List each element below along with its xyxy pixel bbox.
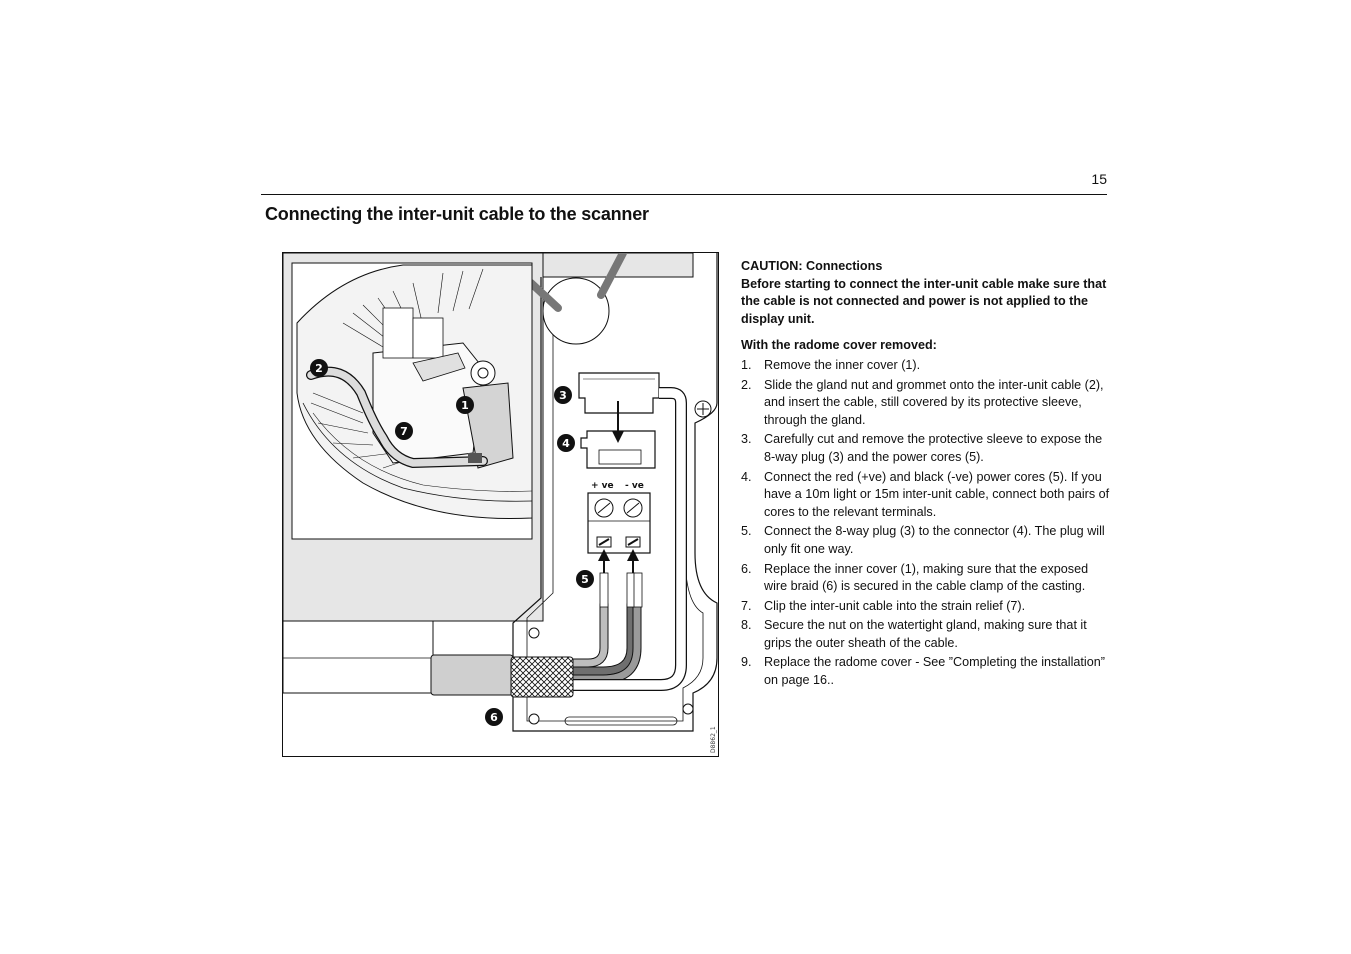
figure-id: D8862_1 [710,726,717,753]
step-item: 6.Replace the inner cover (1), making su… [741,561,1089,594]
callout-1: 1 [456,396,474,414]
mounting-hole-lower [528,713,540,725]
page-number: 15 [1091,171,1107,187]
wire-braid [510,656,574,698]
svg-text:3: 3 [559,389,567,402]
step-item: 8.Secure the nut on the watertight gland… [741,618,1087,650]
callout-7: 7 [395,422,413,440]
step-item: 9.Replace the radome cover - See ”Comple… [741,655,1105,688]
slot-feature [564,716,678,726]
svg-text:6: 6 [490,711,498,724]
step-item: 7.Clip the inter-unit cable into the str… [741,598,1026,613]
cable-sleeve-left [283,620,434,694]
step-item: 2.Slide the gland nut and grommet onto t… [741,377,1104,427]
drive-belt [527,253,627,312]
callout-3: 3 [554,386,572,404]
inner-cover-plate [462,382,514,469]
svg-text:1: 1 [461,399,469,412]
terminal-positive-label: + ve [591,481,614,491]
svg-text:5: 5 [581,573,589,586]
svg-text:2: 2 [315,362,323,375]
scanner-connection-diagram: + ve - ve [282,252,719,757]
mounting-hole-right [682,703,694,715]
instructions-column: CAUTION: Connections Before starting to … [741,258,1111,692]
eight-way-plug [578,372,660,414]
svg-text:7: 7 [400,425,408,438]
power-cores [508,600,642,684]
step-item: 4.Connect the red (+ve) and black (-ve) … [741,469,1110,519]
page-title: Connecting the inter-unit cable to the s… [265,204,649,224]
casting-outline [512,253,718,732]
caution-body: Before starting to connect the inter-uni… [741,276,1107,326]
mounting-hole-upper [528,627,540,639]
instructions-heading: With the radome cover removed: [741,338,937,353]
rotor-hole [542,277,610,345]
diagram-svg: + ve - ve [283,253,718,753]
outer-sheath [430,654,514,696]
step-item: 5.Connect the 8-way plug (3) to the conn… [741,524,1105,556]
svg-text:4: 4 [562,437,570,450]
callout-2: 2 [310,359,328,377]
instruction-steps: 1.Remove the inner cover (1). 2.Slide th… [741,357,1111,690]
callout-5: 5 [576,570,594,588]
callout-6: 6 [485,708,503,726]
caution-title: CAUTION: Connections [741,259,883,273]
terminal-negative-label: - ve [625,481,644,491]
callout-4: 4 [557,434,575,452]
step-item: 1.Remove the inner cover (1). [741,357,921,372]
step-item: 3.Carefully cut and remove the protectiv… [741,432,1103,464]
header-rule [261,194,1107,195]
